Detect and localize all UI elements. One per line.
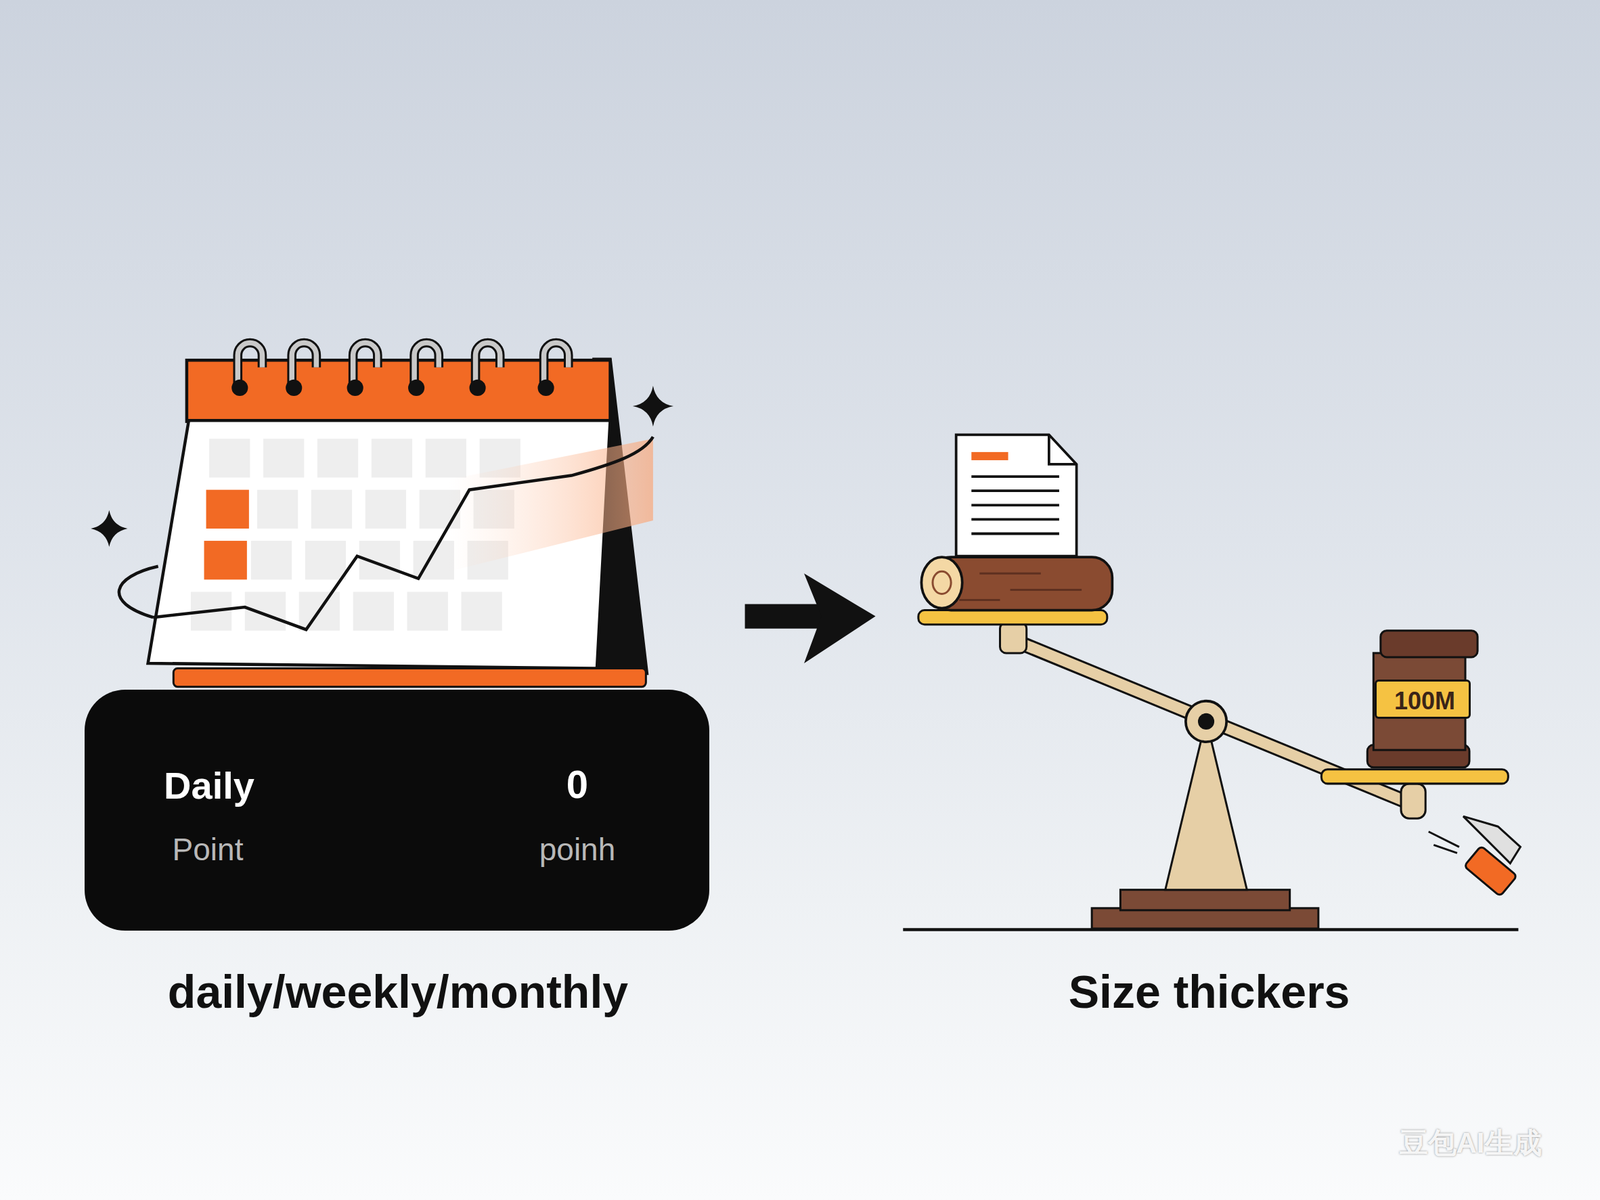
node-text: Point — [172, 831, 244, 868]
calendar-rings — [231, 343, 569, 396]
balance-scale — [902, 434, 1521, 930]
stat-panel: DailyPoint 0 poinh — [84, 689, 710, 931]
calendar-cell — [209, 438, 250, 478]
trend-line — [119, 436, 654, 630]
calendar-cell — [305, 540, 346, 580]
calendar-cell — [460, 591, 502, 631]
node-text: Daily — [163, 764, 255, 808]
node-text: 100M — [1394, 686, 1456, 715]
calendar-cell — [425, 438, 467, 478]
gavel-band: 100M — [1374, 679, 1471, 719]
calendar-cell — [317, 438, 359, 478]
calendar-cell — [257, 490, 298, 529]
calendar-mark — [206, 490, 250, 529]
ring — [469, 343, 501, 396]
node-text: poinh — [539, 831, 616, 868]
ring — [231, 343, 262, 396]
calendar-cell — [263, 438, 304, 478]
ring — [538, 343, 569, 396]
calendar-cell — [365, 490, 407, 529]
caption: Size thickers — [1068, 965, 1351, 1018]
ring — [408, 343, 439, 396]
calendar-cell — [251, 540, 292, 580]
calendar-base — [173, 668, 646, 687]
node-text: 0 — [566, 762, 589, 808]
watermark: 豆包AI生成 — [1399, 1126, 1542, 1159]
ring — [347, 343, 378, 396]
calendar-cell — [311, 490, 352, 529]
sparkle — [632, 385, 674, 427]
calendar-cell — [353, 591, 394, 631]
caption: daily/weekly/monthly — [167, 965, 629, 1018]
calendar-cell — [371, 438, 413, 478]
calendar-cell — [245, 591, 286, 631]
sparkle — [90, 510, 128, 547]
calendar-cell — [407, 591, 449, 631]
calendar-mark — [204, 540, 248, 580]
flow-arrow — [745, 573, 876, 664]
ring — [285, 343, 317, 396]
